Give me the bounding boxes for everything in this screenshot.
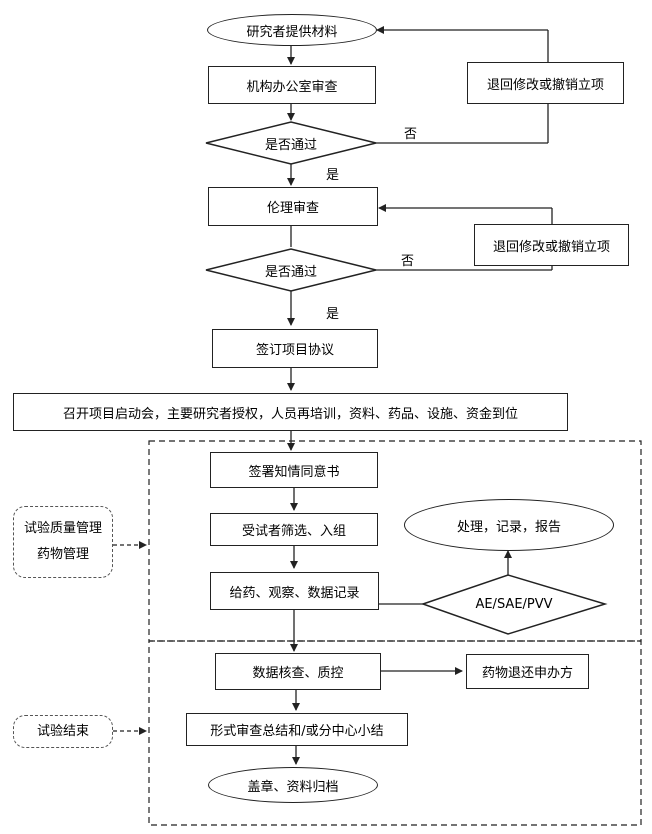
- sign-agreement-node: 签订项目协议: [212, 329, 378, 368]
- researcher-materials-node: 研究者提供材料: [207, 14, 377, 46]
- handle-node: 处理，记录，报告: [404, 499, 614, 551]
- ae-diamond-label: AE/SAE/PVV: [475, 597, 553, 612]
- data-check-node: 数据核查、质控: [215, 653, 381, 690]
- summary-node: 形式审查总结和/或分中心小结: [186, 713, 408, 746]
- office-review-node: 机构办公室审查: [208, 66, 376, 104]
- yes-label-2: 是: [326, 307, 340, 322]
- drug-management-label: 药物管理: [36, 547, 89, 562]
- screening-node: 受试者筛选、入组: [210, 513, 378, 546]
- decision-diamond-2: [205, 248, 377, 292]
- kickoff-node: 召开项目启动会，主要研究者授权，人员再培训，资料、药品、设施、资金到位: [13, 393, 568, 431]
- pass-check-label-2: 是否通过: [264, 264, 317, 280]
- no-label-2: 否: [401, 254, 415, 269]
- trial-end-node: 试验结束: [13, 715, 113, 748]
- yes-label-1: 是: [326, 168, 340, 183]
- return-modify-node-2: 退回修改或撤销立项: [474, 224, 629, 266]
- decision-diamond-1: [205, 121, 377, 165]
- quality-management-label: 试验质量管理: [23, 521, 102, 536]
- ethics-review-node: 伦理审查: [208, 187, 378, 226]
- dosing-node: 给药、观察、数据记录: [210, 572, 379, 610]
- quality-management-node: 试验质量管理 药物管理: [13, 506, 113, 578]
- informed-consent-node: 签署知情同意书: [210, 452, 378, 488]
- seal-archive-node: 盖章、资料归档: [208, 767, 378, 803]
- return-modify-node-1: 退回修改或撤销立项: [467, 62, 624, 104]
- group-box-execution: [148, 440, 642, 642]
- no-label-1: 否: [404, 127, 418, 142]
- pass-check-label-1: 是否通过: [264, 137, 317, 153]
- drug-return-node: 药物退还申办方: [466, 654, 589, 689]
- ae-diamond: [420, 574, 608, 635]
- group-box-closing: [148, 640, 642, 826]
